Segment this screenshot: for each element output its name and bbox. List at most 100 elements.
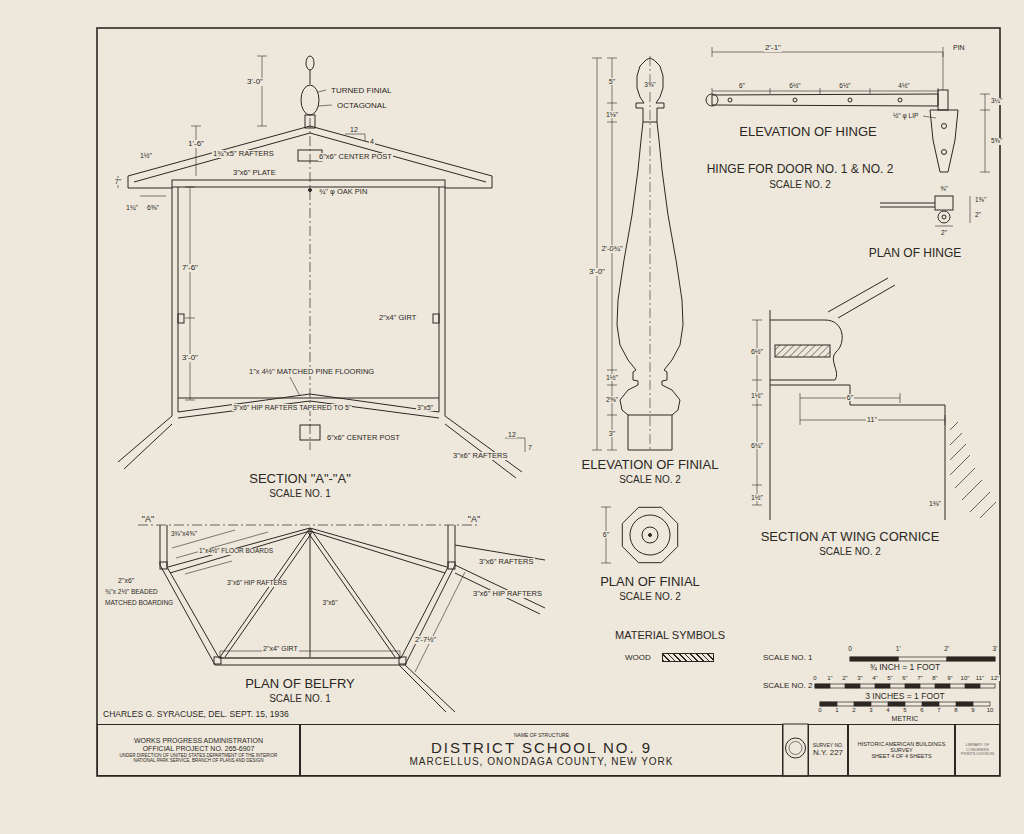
- dimension-label: 1½": [750, 494, 764, 501]
- dimension-label: 1"x 4½" MATCHED PINE FLOORING: [248, 368, 375, 376]
- dimension-label: 6": [738, 83, 746, 90]
- dimension-label: 3⅝": [643, 82, 656, 89]
- dimension-label: 6: [919, 707, 924, 713]
- dimension-label: 4: [885, 707, 890, 713]
- dimension-label: 3": [856, 675, 863, 681]
- dimension-label: 5": [886, 675, 893, 681]
- dimension-label: 2'-1": [764, 44, 782, 52]
- dimension-label: 7: [936, 707, 941, 713]
- dimension-label: 3'-0": [181, 354, 199, 362]
- dimension-label: 1: [834, 707, 839, 713]
- dimension-label: 6⅝": [146, 204, 160, 211]
- dimension-label: 3"x6": [321, 600, 338, 607]
- dimension-label: 1"x4½" FLOOR BOARDS: [198, 548, 274, 555]
- dimension-label: 2": [841, 675, 848, 681]
- dimension-label: 1⅜": [928, 500, 942, 507]
- dimension-label: SCALE NO. 2: [762, 682, 813, 690]
- dimension-label: 0: [812, 675, 817, 681]
- dimension-label: 3": [608, 430, 616, 437]
- view-title: MATERIAL SYMBOLS: [614, 630, 726, 641]
- dimension-label: 10: [986, 707, 995, 713]
- dimension-label: ¾"x 2½" BEADED: [104, 589, 159, 596]
- dimension-label: 5: [902, 707, 907, 713]
- finial-elevation: [592, 56, 683, 452]
- title-block-cell: WORKS PROGRESS ADMINISTRATIONOFFICIAL PR…: [97, 724, 300, 776]
- dimension-label: 4½": [897, 83, 910, 90]
- dimension-label: 7": [114, 178, 122, 185]
- dimension-label: 1⅛": [605, 111, 619, 118]
- dimension-label: 6¾": [750, 442, 764, 449]
- dimension-label: 1½": [605, 374, 619, 381]
- dimension-label: 1¾": [125, 204, 139, 211]
- dimension-label: 1⅝": [974, 197, 987, 204]
- title-block-text: SURVEY NO.: [813, 743, 844, 749]
- dimension-label: 3'-0": [588, 268, 606, 276]
- dimension-label: 1¾"x5" RAFTERS: [212, 150, 275, 158]
- dimension-label: 3"x6" RAFTERS: [478, 558, 535, 566]
- scale-bars: [815, 657, 995, 706]
- dimension-label: 5⅝": [990, 138, 1003, 145]
- view-title: SCALE NO. 1: [268, 694, 332, 704]
- dimension-label: 2⅝": [605, 396, 619, 403]
- belfry-plan: [138, 525, 545, 712]
- title-block-text: SHEET 4 OF 4 SHEETS: [871, 753, 931, 759]
- title-block-text: HISTORIC AMERICAN BUILDINGS SURVEY: [852, 741, 951, 754]
- dimension-label: 4": [871, 675, 878, 681]
- title-block-cell: NAME OF STRUCTUREDISTRICT SCHOOL NO. 9MA…: [300, 724, 783, 776]
- dimension-label: OCTAGONAL: [336, 102, 388, 110]
- title-block-text: LIBRARY OF CONGRESS: [959, 743, 996, 752]
- view-title: SCALE NO. 2: [768, 180, 832, 190]
- dimension-label: 2"x6": [117, 577, 135, 584]
- dimension-label: 9: [970, 707, 975, 713]
- dimension-label: 3': [992, 646, 999, 653]
- dimension-label: 7": [916, 675, 923, 681]
- view-title: SECTION "A"-"A": [248, 472, 352, 485]
- view-title: HINGE FOR DOOR NO. 1 & NO. 2: [706, 163, 895, 175]
- dimension-label: CHARLES G. SYRACUSE, DEL. SEPT. 15, 1936: [102, 710, 290, 719]
- dimension-label: "A": [141, 515, 155, 524]
- view-title: SCALE NO. 2: [618, 592, 682, 602]
- legend-text: WOOD: [624, 654, 652, 662]
- dimension-label: 2"x4" GIRT: [262, 645, 299, 652]
- dimension-label: 6½": [788, 83, 801, 90]
- title-block-text: PRINTS DIVISION: [961, 752, 994, 757]
- sheet-border: [97, 28, 1000, 776]
- dimension-label: 12": [990, 675, 1001, 681]
- view-title: PLAN OF HINGE: [868, 247, 963, 259]
- section-a-a: [118, 56, 525, 478]
- title-block-cell: SURVEY NO.N.Y. 227: [808, 724, 848, 776]
- view-title: SECTION AT WING CORNICE: [760, 530, 941, 543]
- view-title: PLAN OF BELFRY: [244, 677, 356, 690]
- dimension-label: 2'-7½": [414, 636, 437, 644]
- dimension-label: 1': [895, 646, 902, 653]
- dimension-label: 1½": [139, 152, 153, 159]
- dimension-label: 2': [943, 646, 950, 653]
- title-block-text: NATIONAL PARK SERVICE, BRANCH OF PLANS A…: [133, 758, 263, 763]
- dimension-label: 3¼": [990, 98, 1003, 105]
- dimension-label: 1'-6": [187, 140, 205, 148]
- view-title: ELEVATION OF HINGE: [738, 125, 877, 138]
- dimension-label: 3"x5": [416, 404, 434, 411]
- view-title: SCALE NO. 2: [818, 547, 882, 557]
- dimension-label: 6": [602, 531, 610, 538]
- title-block-text: DISTRICT SCHOOL NO. 9: [431, 739, 652, 756]
- dimension-label: 10": [960, 675, 971, 681]
- dimension-label: ⅝": [939, 186, 949, 193]
- dimension-label: 0: [847, 646, 853, 653]
- hinge: [706, 47, 990, 226]
- title-block-text: OFFICIAL PROJECT NO. 265-6907: [143, 745, 255, 753]
- dimension-label: 12: [349, 126, 359, 133]
- dimension-label: 3: [868, 707, 873, 713]
- dimension-label: ½" φ LIP: [892, 113, 919, 120]
- dimension-label: 5": [608, 78, 616, 85]
- dimension-label: SCALE NO. 1: [762, 654, 813, 662]
- wing-cornice: [752, 278, 996, 520]
- dimension-label: 11": [975, 675, 985, 681]
- dimension-label: 2": [974, 212, 982, 219]
- view-title: SCALE NO. 2: [618, 475, 682, 485]
- dimension-label: 3"x6" HIP RAFTERS: [226, 580, 288, 587]
- dimension-label: 6½": [838, 83, 851, 90]
- dimension-label: 11": [866, 416, 878, 423]
- dimension-label: 7: [527, 444, 533, 451]
- dimension-label: 0: [817, 707, 822, 713]
